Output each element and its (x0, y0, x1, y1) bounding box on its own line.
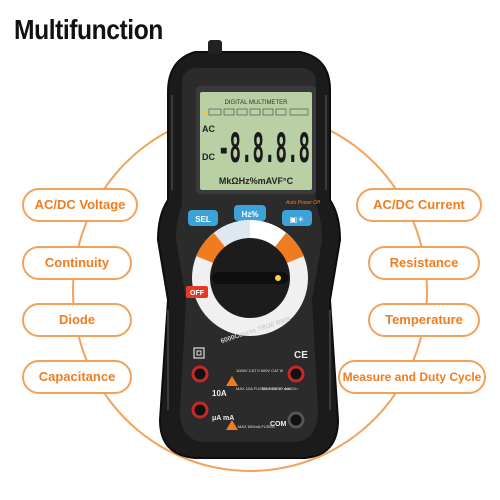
page-title: Multifunction (14, 14, 163, 45)
feature-acdc-current: AC/DC Current (356, 188, 482, 222)
hz-button[interactable] (234, 205, 266, 221)
backlight-button[interactable] (282, 210, 312, 226)
lcd-ac-label: AC (202, 124, 215, 134)
jack-v-ohm[interactable] (287, 365, 305, 383)
feature-diode: Diode (22, 303, 132, 337)
hz-button-label: Hz% (242, 210, 259, 219)
feature-capacitance: Capacitance (22, 360, 132, 394)
lcd-brand-text: DIGITAL MULTIMETER (225, 100, 289, 106)
feature-resistance: Resistance (368, 246, 480, 280)
jack-10a-label: 10A (212, 389, 227, 398)
lcd-digits: -8.8.8.8 (218, 126, 310, 172)
jack-10a[interactable] (191, 365, 209, 383)
sel-button-label: SEL (195, 215, 211, 224)
warning-icon (226, 376, 238, 386)
feature-acdc-voltage: AC/DC Voltage (22, 188, 138, 222)
ce-mark: CE (294, 350, 308, 361)
jack-com-label: COM (270, 421, 287, 428)
auto-power-off-text: Auto Power Off (285, 200, 321, 206)
feature-temperature: Temperature (368, 303, 480, 337)
off-position-marker (186, 286, 208, 298)
warning-text-4: MAX 750V~ 1000V= (262, 386, 299, 391)
warning-text-3: MAX 600mA FUSED (238, 424, 275, 429)
feature-measure-duty-cycle: Measure and Duty Cycle (338, 360, 486, 394)
warning-text-1: 1000V CAT II 600V CAT III (236, 368, 283, 373)
off-label: OFF (190, 290, 205, 297)
sel-button[interactable] (188, 210, 218, 226)
warning-text-2: MAX 10A FUSED MAX 10 sec. (236, 386, 291, 391)
warning-icon (226, 420, 238, 430)
backlight-icon: ▣☀ (290, 215, 305, 224)
jack-ua-ma-label: μA mA (212, 415, 234, 422)
jack-ua-ma[interactable] (191, 401, 209, 419)
svg-text:⚡: ⚡ (203, 109, 209, 116)
lcd-units: MkΩHz%mAVF°C (219, 176, 294, 186)
lcd-dc-label: DC (202, 152, 215, 162)
jack-com[interactable] (287, 411, 305, 429)
feature-continuity: Continuity (22, 246, 132, 280)
